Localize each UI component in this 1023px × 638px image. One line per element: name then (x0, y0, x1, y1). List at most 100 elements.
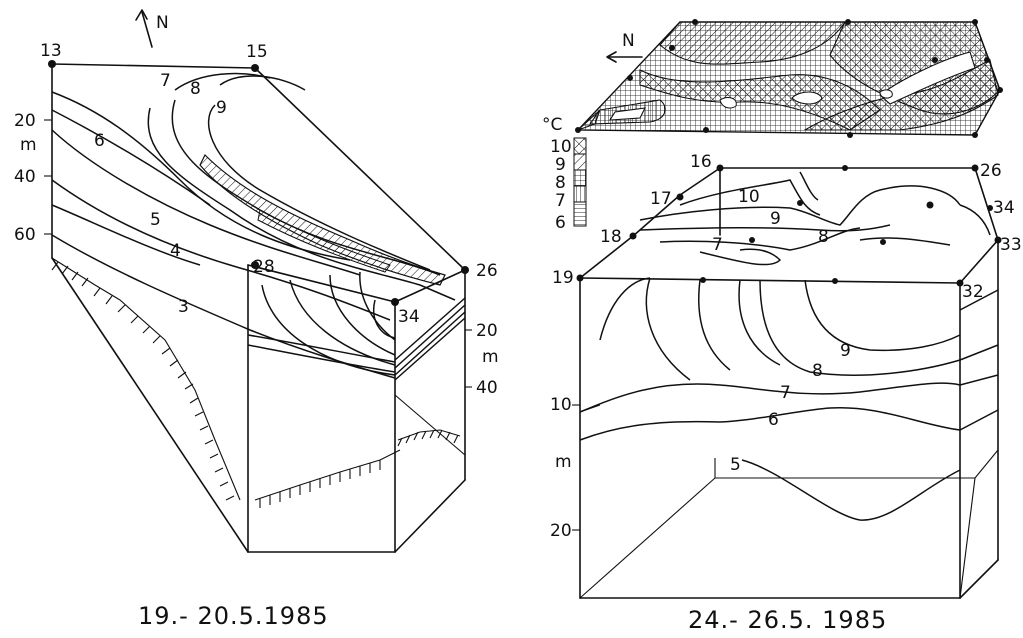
date-label-left: 19.- 20.5.1985 (138, 602, 329, 630)
depth-scale-right-block: 10 m 20 (550, 395, 580, 541)
station-label: 18 (600, 227, 622, 247)
right-block-diagram: N (542, 19, 1022, 634)
station-marker (842, 165, 848, 171)
north-label-right: N (622, 31, 635, 51)
station-marker (845, 19, 851, 25)
isotherm-label: 5 (730, 455, 741, 475)
station-marker (391, 298, 399, 306)
isotherm-label: 10 (738, 187, 760, 207)
legend-label: 7 (555, 191, 566, 211)
isotherm-8-front (759, 279, 961, 376)
station-marker (251, 261, 259, 269)
lake-floor-hatch-left (51, 257, 241, 501)
depth-label: 40 (476, 378, 498, 398)
isotherm-5-front (741, 459, 961, 521)
lake-floor-hatch-right (397, 429, 461, 447)
isotherm-label: 6 (94, 131, 105, 151)
station-marker (461, 266, 469, 274)
station-marker (832, 278, 838, 284)
isotherm-label: 8 (812, 361, 823, 381)
isotherm-label: 7 (712, 235, 723, 255)
depth-label: 60 (14, 225, 36, 245)
station-marker (575, 127, 581, 133)
station-label: 33 (1000, 235, 1022, 255)
depth-scale-right: 20 m 40 (465, 321, 499, 398)
legend-label: 6 (555, 213, 566, 233)
station-marker (847, 132, 853, 138)
station-marker (880, 239, 886, 245)
station-label: 28 (253, 257, 275, 277)
isotherm-label: 8 (818, 227, 829, 247)
isotherm-4 (51, 179, 391, 321)
station-marker (997, 87, 1003, 93)
depth-label: 20 (14, 111, 36, 131)
legend-label: 8 (555, 173, 566, 193)
depth-label: 40 (14, 167, 36, 187)
station-marker (972, 132, 978, 138)
station-marker (984, 57, 990, 63)
date-label-right: 24.- 26.5. 1985 (688, 606, 887, 634)
station-marker (926, 201, 934, 209)
legend-label: 9 (555, 155, 566, 175)
depth-label: 20 (550, 521, 572, 541)
surface-map (575, 19, 1003, 138)
depth-unit-label: m (555, 452, 572, 472)
legend-swatch-7 (573, 185, 587, 203)
station-marker (716, 164, 724, 172)
isotherm-label: 5 (150, 210, 161, 230)
station-marker (932, 57, 938, 63)
legend-unit: °C (542, 115, 562, 135)
isotherm-label: 9 (840, 341, 851, 361)
isotherm-label: 9 (770, 209, 781, 229)
isotherm-label: 6 (768, 410, 779, 430)
isotherm-7 (147, 107, 456, 301)
depth-label: 10 (550, 395, 572, 415)
isotherm-8 (171, 99, 441, 276)
station-marker (700, 277, 706, 283)
temperature-legend: °C 10 9 8 7 6 (542, 115, 587, 233)
depth-label: 20 (476, 321, 498, 341)
isotherm-label: 4 (170, 241, 181, 261)
station-label: 13 (40, 41, 62, 61)
north-arrow-right: N (606, 31, 643, 63)
station-marker (797, 200, 803, 206)
legend-swatch-6 (573, 201, 587, 227)
station-label: 26 (476, 261, 498, 281)
isotherm-6 (51, 91, 351, 261)
station-label: 34 (993, 198, 1015, 218)
legend-swatch-9 (573, 153, 587, 171)
isotherm-label: 8 (190, 79, 201, 99)
station-marker (576, 274, 584, 282)
station-label: 15 (246, 42, 268, 62)
legend-swatch-8 (573, 169, 587, 187)
north-label-left: N (156, 13, 169, 33)
station-marker (669, 45, 675, 51)
station-marker (703, 127, 709, 133)
station-label: 34 (398, 307, 420, 327)
station-marker (994, 236, 1002, 244)
lake-floor-hatch-bottom (254, 449, 401, 508)
depth-scale-left: 20 m 40 60 (14, 111, 52, 245)
north-arrow-left: N (135, 9, 169, 48)
station-label: 19 (552, 268, 574, 288)
station-marker (629, 232, 637, 240)
isotherm-9-front (804, 279, 961, 352)
station-marker (956, 279, 964, 287)
right-isotherms (579, 171, 999, 521)
station-label: 26 (980, 161, 1002, 181)
isotherm-label: 3 (178, 297, 189, 317)
depth-unit-label: m (482, 347, 499, 367)
legend-label: 10 (550, 137, 572, 157)
left-block-diagram: N (14, 9, 499, 630)
station-marker (48, 60, 56, 68)
isotherm-9 (207, 104, 431, 271)
station-label: 32 (962, 282, 984, 302)
station-label: 17 (650, 189, 672, 209)
station-marker (749, 237, 755, 243)
station-marker (972, 19, 978, 25)
left-isotherms (51, 72, 466, 381)
station-marker (692, 19, 698, 25)
isotherm-5 (51, 129, 361, 276)
isotherm-6-front (579, 406, 961, 441)
